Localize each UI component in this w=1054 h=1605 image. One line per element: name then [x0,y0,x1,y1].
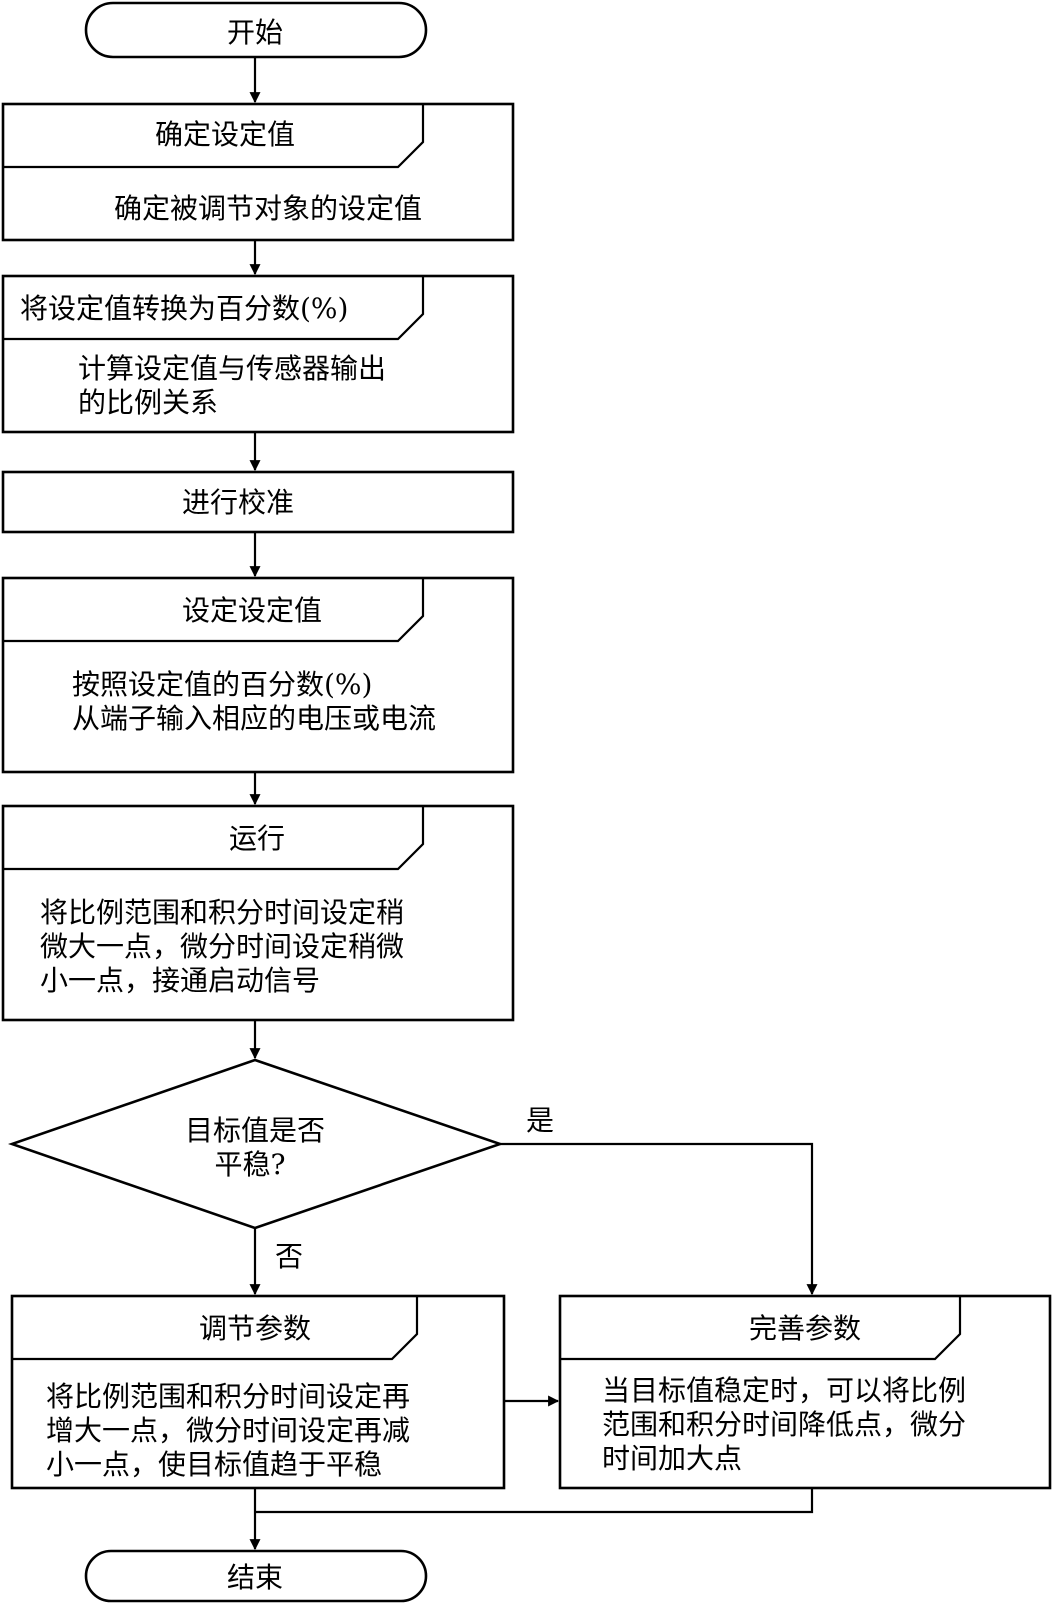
step-determine-setpoint: 确定设定值 确定被调节对象的设定值 [1,102,515,242]
step2-title: 将设定值转换为百分数(%) [20,292,348,325]
step1-title: 确定设定值 [155,118,295,151]
step-run: 运行 将比例范围和积分时间设定稍 微大一点，微分时间设定稍微 小一点，接通启动信… [1,804,515,1022]
adjust-body-line1: 将比例范围和积分时间设定再 [46,1380,410,1413]
step2-body-line2: 的比例关系 [78,386,218,419]
refine-body-line1: 当目标值稳定时，可以将比例 [602,1374,966,1407]
decision-no-label: 否 [275,1240,303,1273]
step1-body-line1: 确定被调节对象的设定值 [114,192,422,225]
step4-body-line1: 按照设定值的百分数(%) [72,668,372,701]
refine-body-line3: 时间加大点 [602,1442,742,1475]
decision-target-stable: 目标值是否 平稳? [8,1058,505,1230]
arrow-decision-yes-to-refine [500,1142,818,1296]
line-refine-to-end [255,1488,814,1514]
step-refine-parameters: 完善参数 当目标值稳定时，可以将比例 范围和积分时间降低点，微分 时间加大点 [558,1294,1052,1490]
connectors [249,57,818,1551]
adjust-body-line2: 增大一点，微分时间设定再减 [46,1414,410,1447]
decision-line1: 目标值是否 [185,1114,325,1147]
step4-title: 设定设定值 [182,594,322,627]
end-label: 结束 [227,1561,283,1594]
decision-yes-label: 是 [526,1104,554,1137]
step-adjust-parameters: 调节参数 将比例范围和积分时间设定再 增大一点，微分时间设定再减 小一点，使目标… [10,1294,506,1490]
step4-body-line2: 从端子输入相应的电压或电流 [72,702,436,735]
end-terminator: 结束 [84,1549,428,1603]
step5-body-line3: 小一点，接通启动信号 [40,964,320,997]
step-convert-percentage: 将设定值转换为百分数(%) 计算设定值与传感器输出 的比例关系 [1,274,515,434]
step3-title: 进行校准 [182,486,294,519]
start-terminator: 开始 [84,1,428,59]
step-set-setpoint: 设定设定值 按照设定值的百分数(%) 从端子输入相应的电压或电流 [1,576,515,774]
step5-body-line2: 微大一点，微分时间设定稍微 [40,930,404,963]
adjust-title: 调节参数 [199,1312,311,1345]
refine-title: 完善参数 [749,1312,861,1345]
step-calibrate: 进行校准 [1,470,515,534]
step5-title: 运行 [229,822,285,855]
step5-body-line1: 将比例范围和积分时间设定稍 [40,896,404,929]
step2-body-line1: 计算设定值与传感器输出 [78,352,386,385]
refine-body-line2: 范围和积分时间降低点，微分 [602,1408,966,1441]
start-label: 开始 [227,16,283,49]
decision-line2: 平稳? [214,1148,285,1181]
adjust-body-line3: 小一点，使目标值趋于平稳 [46,1448,382,1481]
